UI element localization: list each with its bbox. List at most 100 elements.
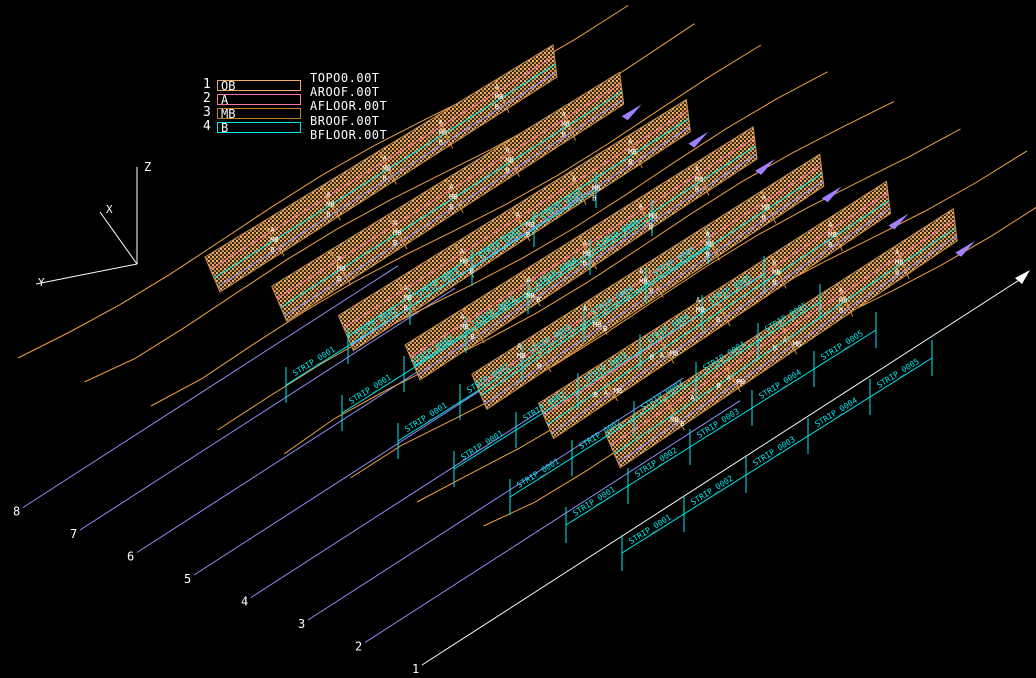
layer-label: A (393, 219, 398, 227)
layer-label: MB (639, 278, 647, 286)
layer-label: A (772, 259, 777, 267)
layer-label: A (695, 166, 700, 174)
file-name: BFLOOR.00T (310, 127, 388, 142)
layer-label: MB (505, 157, 513, 165)
direction-marker-icon[interactable] (955, 240, 976, 257)
dimension-line (341, 217, 653, 414)
panel-rib (761, 190, 777, 224)
direction-marker-icon[interactable] (688, 131, 709, 148)
layer-label: MB (895, 259, 903, 267)
layer-label: A (439, 119, 444, 127)
layer-label: B (717, 382, 721, 390)
surface-band (417, 153, 757, 376)
strip-panel[interactable] (337, 98, 691, 352)
panel-rib (503, 143, 520, 177)
panel-rib (636, 199, 654, 233)
layer-label: A (706, 231, 711, 239)
strip-panel[interactable] (471, 153, 825, 410)
strip-panel[interactable] (404, 126, 758, 381)
direction-marker-icon[interactable] (755, 158, 776, 175)
survey-line[interactable] (421, 274, 1028, 666)
layer-label: A (696, 296, 701, 304)
panel-rib (262, 221, 285, 257)
file-name: AROOF.00T (310, 85, 380, 100)
surface-band (217, 71, 557, 288)
panel-rib (462, 308, 485, 344)
panel-rib (561, 107, 576, 141)
layer-label: MB (270, 236, 278, 244)
line-number: 1 (412, 662, 419, 676)
layer-label: MB (772, 269, 780, 277)
layer-label: A (460, 248, 465, 256)
layer-label: MB (592, 185, 600, 193)
surface-band (276, 83, 622, 299)
direction-marker-icon[interactable] (821, 186, 842, 203)
contour-line (150, 44, 762, 407)
legend-code: A (217, 93, 301, 106)
strip-panel[interactable] (604, 207, 958, 469)
strip-label: STRIP_0005 (875, 357, 921, 390)
layer-label: MB (695, 176, 703, 184)
panel-rib (569, 171, 587, 205)
layer-label: A (628, 138, 633, 146)
surface-band (413, 145, 756, 367)
layer-label: MB (649, 213, 657, 221)
survey-line[interactable] (307, 377, 684, 621)
layer-label: MB (628, 148, 636, 156)
line-number: 5 (184, 572, 191, 586)
layer-label: B (895, 269, 899, 277)
surface-band (484, 180, 824, 405)
survey-line[interactable] (364, 400, 741, 643)
panel-rib (445, 179, 464, 214)
line-number: 3 (298, 617, 305, 631)
strip-panel[interactable] (537, 180, 892, 440)
layer-label: A (449, 183, 454, 191)
direction-marker-icon[interactable] (621, 104, 642, 121)
layer-label: B (439, 139, 443, 147)
layer-label: MB (670, 350, 678, 358)
panel-rib (662, 395, 685, 431)
layer-label: B (680, 420, 684, 428)
direction-marker-icon[interactable] (888, 213, 909, 230)
legend-code: MB (217, 107, 301, 120)
layer-label: B (470, 268, 474, 276)
panel-rib (645, 263, 664, 298)
panel-rib (387, 214, 408, 250)
strip-panel[interactable] (271, 71, 625, 323)
y-axis (35, 263, 138, 285)
panel-rib (587, 300, 608, 336)
layer-label: B (594, 391, 598, 399)
layer-label: B (628, 158, 632, 166)
layer-label: B (505, 167, 509, 175)
layer-label: B (649, 223, 653, 231)
layer-label: B (562, 131, 566, 139)
strip-panel[interactable] (204, 44, 558, 293)
layer-label: B (449, 203, 453, 211)
line-number: 4 (241, 595, 248, 609)
layer-label: A (270, 226, 275, 234)
layer-label: MB (526, 292, 534, 300)
layer-label: A (516, 211, 521, 219)
layer-label: MB (526, 221, 534, 229)
file-name: AFLOOR.00T (310, 99, 388, 114)
panel-rib (712, 292, 731, 327)
layer-label: B (603, 325, 607, 333)
layer-label: A (690, 394, 695, 402)
panel-rib (511, 207, 531, 242)
survey-line[interactable] (79, 287, 456, 531)
line-number: 8 (13, 505, 20, 519)
dimension-line (285, 189, 597, 386)
strip-label: STRIP_0001 (291, 345, 337, 378)
direction-marker-icon[interactable] (1015, 270, 1030, 284)
surface-band (209, 55, 555, 270)
layer-label: B (706, 251, 710, 259)
survey-line[interactable] (22, 265, 399, 508)
strip-panels (204, 44, 1030, 469)
